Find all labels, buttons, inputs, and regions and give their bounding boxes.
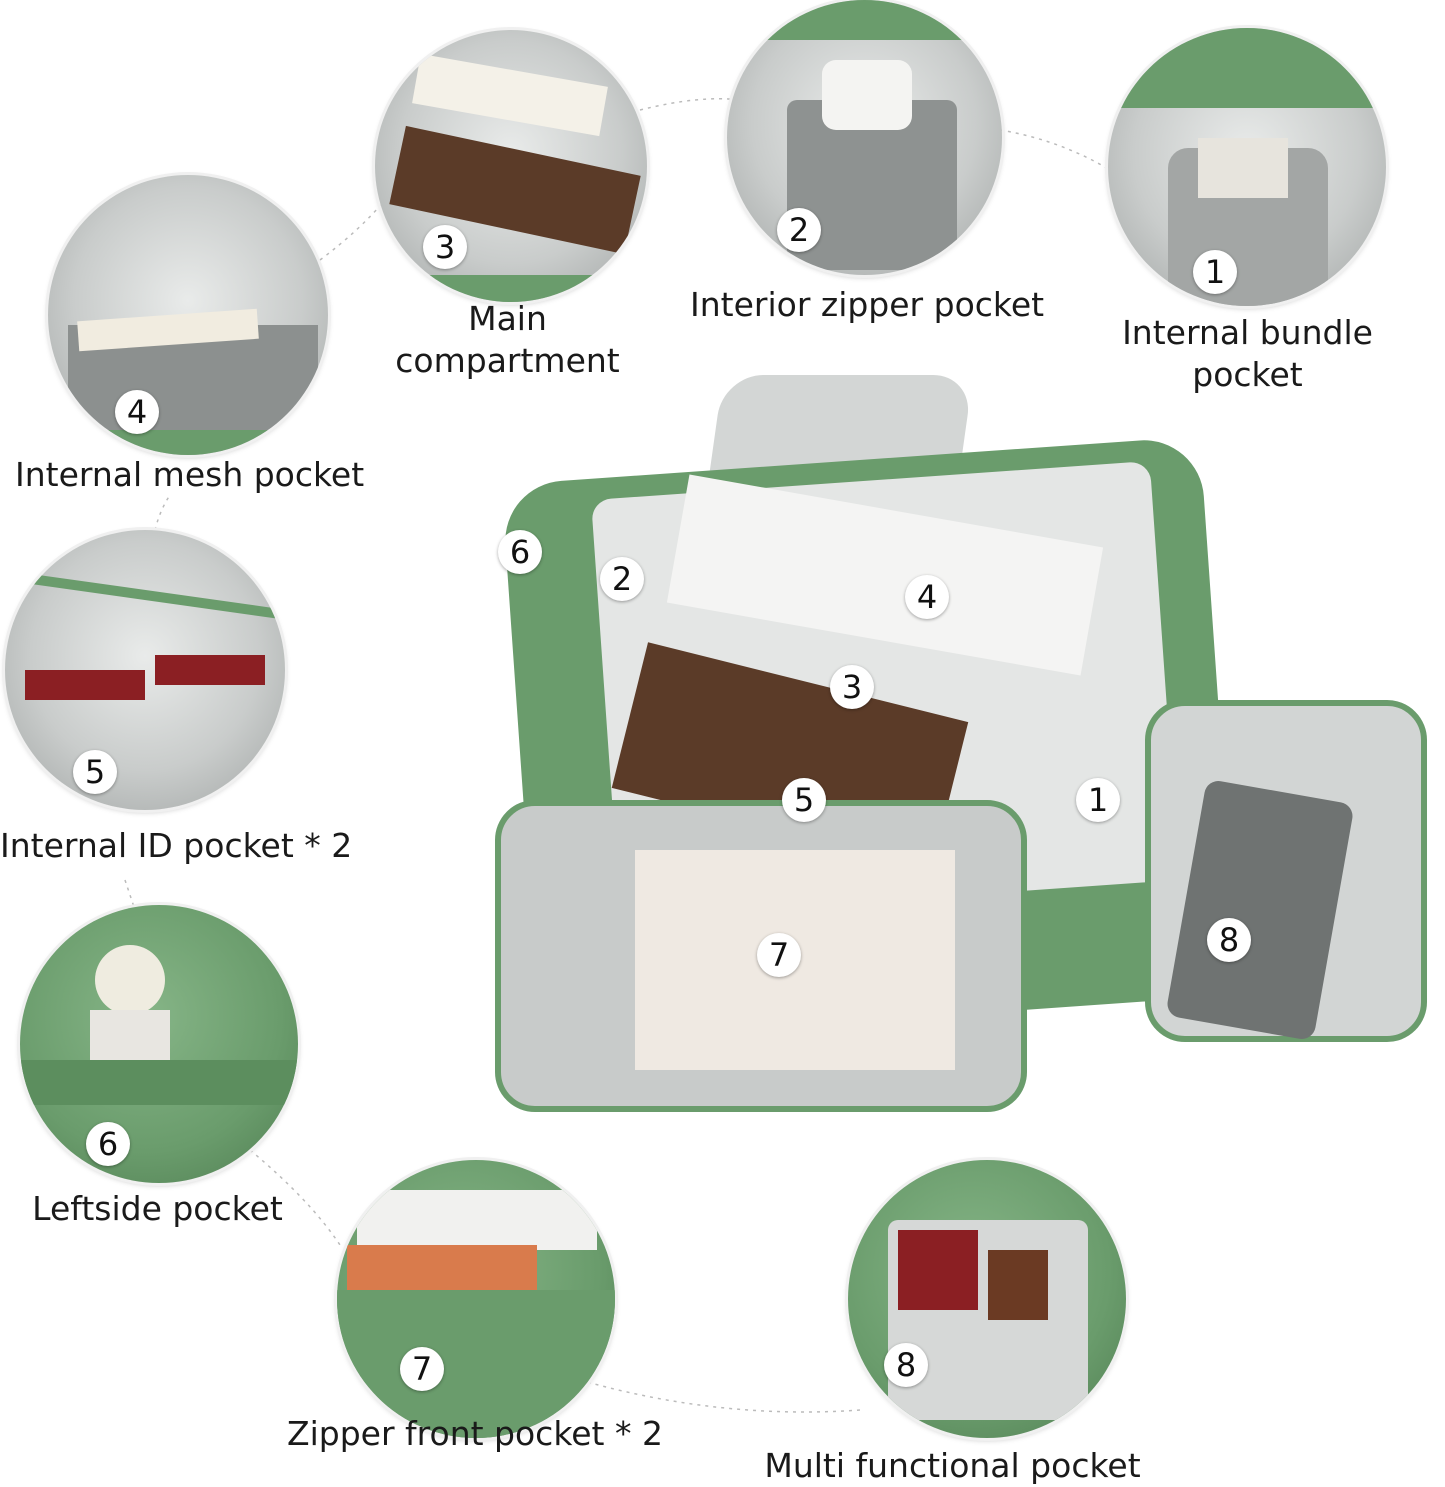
internal-mesh-pocket-photo <box>48 175 328 455</box>
label-interior-zipper-pocket: Interior zipper pocket <box>690 285 1045 324</box>
connector-4 <box>319 199 386 261</box>
leftside-pocket-photo <box>20 905 298 1183</box>
label-line: compartment <box>395 341 620 380</box>
connector-7 <box>249 1149 341 1246</box>
badge-5: 5 <box>73 750 117 794</box>
badge-1: 1 <box>1193 250 1237 294</box>
badge-8: 8 <box>884 1343 928 1387</box>
label-internal-bundle-pocket: Internal bundle pocket <box>1110 312 1385 396</box>
label-leftside-pocket: Leftside pocket <box>32 1189 283 1228</box>
duffel-bag-photo <box>495 370 1427 1115</box>
connector-2 <box>999 129 1111 171</box>
bag-marker-4: 4 <box>905 575 949 619</box>
zipper-front-pocket-photo <box>337 1160 615 1438</box>
main-compartment-photo <box>375 30 647 302</box>
label-zipper-front-pocket: Zipper front pocket * 2 <box>287 1414 663 1453</box>
badge-6: 6 <box>86 1122 130 1166</box>
bag-marker-1: 1 <box>1076 778 1120 822</box>
bag-marker-8: 8 <box>1207 918 1251 962</box>
badge-2: 2 <box>777 208 821 252</box>
interior-zipper-pocket-photo <box>727 0 1002 275</box>
label-main-compartment: Main compartment <box>380 298 635 382</box>
connector-5 <box>154 494 171 531</box>
badge-4: 4 <box>115 390 159 434</box>
label-internal-id-pocket: Internal ID pocket * 2 <box>0 826 353 865</box>
label-line: Main <box>468 299 547 338</box>
connector-3 <box>639 98 741 111</box>
bag-marker-6: 6 <box>498 530 542 574</box>
label-line: pocket <box>1192 355 1303 394</box>
bag-marker-3: 3 <box>830 665 874 709</box>
internal-bundle-pocket-photo <box>1108 28 1386 306</box>
bag-marker-2: 2 <box>600 557 644 601</box>
label-internal-mesh-pocket: Internal mesh pocket <box>15 455 365 494</box>
bag-marker-7: 7 <box>757 933 801 977</box>
connector-6 <box>124 879 136 911</box>
badge-7: 7 <box>400 1347 444 1391</box>
label-line: Internal bundle <box>1122 313 1373 352</box>
bag-marker-5: 5 <box>782 778 826 822</box>
badge-3: 3 <box>423 225 467 269</box>
multi-functional-pocket-photo <box>848 1160 1126 1438</box>
label-multi-functional-pocket: Multi functional pocket <box>764 1446 1141 1485</box>
internal-id-pocket-photo <box>5 530 285 810</box>
connector-8 <box>579 1379 861 1413</box>
